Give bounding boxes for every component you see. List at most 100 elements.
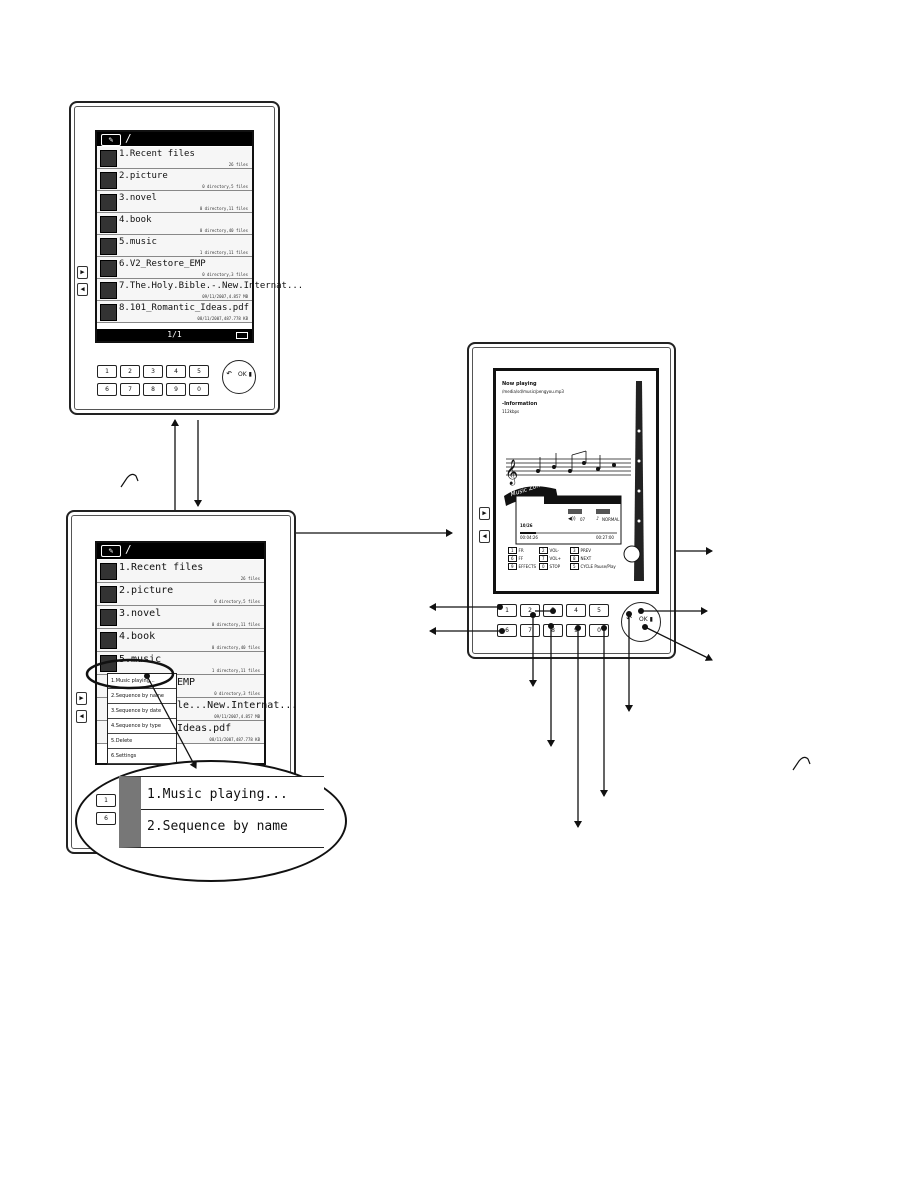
file-list-item[interactable]: 3.novel 0 directory,11 files — [97, 606, 264, 629]
ok-nav-button[interactable]: ↶ OK ▮ — [222, 360, 256, 394]
legend-text: FR — [518, 548, 524, 553]
item-label: 6.V2_Restore_EMP — [119, 259, 206, 269]
file-list-item[interactable]: 7.The.Holy.Bible.-.New.Internat... 09/11/… — [97, 279, 303, 301]
item-meta: 26 files — [228, 162, 248, 167]
item-label: 2.picture — [119, 585, 174, 596]
item-meta: 0 directory,5 files — [202, 184, 248, 189]
key-1-button[interactable]: 1 — [97, 365, 117, 378]
total-time: 00:27:00 — [596, 535, 614, 540]
item-meta: 08/11/2007,487.778 KB — [197, 316, 248, 321]
file-name: /media/sd/music/pengyou.mp3 — [502, 389, 564, 394]
item-label: 8.101_Romantic_Ideas.pdf — [119, 303, 250, 313]
document-icon — [100, 282, 117, 299]
menu-item[interactable]: 5.Delete — [108, 734, 176, 749]
battery-icon — [236, 332, 248, 339]
music-artwork: 𝄞 — [504, 381, 644, 581]
key-2-button[interactable]: 2 — [120, 365, 140, 378]
legend-key: 3 — [570, 547, 579, 554]
item-meta: 08/11/2007,487.778 KB — [209, 737, 260, 742]
key-7-button[interactable]: 7 — [520, 624, 540, 637]
title-bar: ✎ / — [97, 132, 252, 146]
legend-key: 5 — [570, 563, 579, 570]
key-0-button[interactable]: 0 — [189, 383, 209, 396]
key-9-button[interactable]: 9 — [566, 624, 586, 637]
page-down-button[interactable]: ◀ — [479, 530, 490, 543]
ok-icon: OK ▮ — [238, 371, 252, 378]
key-4-button[interactable]: 4 — [566, 604, 586, 617]
legend-text: CYCLE Pause/Play — [580, 564, 616, 569]
callout-menu-item[interactable]: 2.Sequence by name — [147, 819, 288, 834]
menu-item[interactable]: 6.Settings — [108, 749, 176, 764]
key-7-button[interactable]: 7 — [120, 383, 140, 396]
document-icon — [100, 304, 117, 321]
callout-menu-item[interactable]: 1.Music playing... — [141, 781, 324, 810]
page-up-button[interactable]: ▶ — [76, 692, 87, 705]
key-4-button[interactable]: 4 — [166, 365, 186, 378]
item-label: 3.novel — [119, 193, 157, 203]
item-meta: 1 directory,11 files — [199, 250, 248, 255]
folder-path-icon: ✎ — [101, 545, 121, 557]
key-6-button[interactable]: 6 — [97, 383, 117, 396]
track-counter: 10/26 — [520, 523, 533, 528]
path-text: / — [125, 543, 132, 556]
file-list-item[interactable]: 4.book 0 directory,40 files — [97, 629, 264, 652]
legend-key: 0 — [539, 563, 548, 570]
legend-text: STOP — [549, 564, 561, 569]
arrow-menu-to-callout — [146, 675, 197, 769]
item-meta: 0 directory,40 files — [211, 645, 260, 650]
page-down-button[interactable]: ◀ — [76, 710, 87, 723]
page-down-button[interactable]: ◀ — [77, 283, 88, 296]
volume-value: 07 — [580, 517, 586, 522]
back-icon: ↶ — [226, 368, 233, 379]
folder-icon — [100, 632, 117, 649]
file-list-item[interactable]: 8.101_Romantic_Ideas.pdf 08/11/2007,487.7… — [97, 301, 252, 323]
device-right: Now playing /media/sd/music/pengyou.mp3 … — [467, 342, 676, 659]
callout-key-1[interactable]: 1 — [96, 794, 116, 807]
item-label: 7.The.Holy.Bible.-.New.Internat... — [119, 281, 304, 291]
legend-text: PREV — [580, 548, 592, 553]
bitrate: 112kbps — [502, 409, 520, 414]
back-symbol-right — [792, 756, 811, 771]
menu-item[interactable]: 3.Sequence by date — [108, 704, 176, 719]
callout-key-6[interactable]: 6 — [96, 812, 116, 825]
play-mode: NORMAL — [602, 517, 620, 522]
arrow-back — [644, 626, 713, 661]
folder-icon — [100, 238, 117, 255]
item-meta: 0 directory,11 files — [211, 622, 260, 627]
item-label: 3.novel — [119, 608, 162, 619]
key-9-button[interactable]: 9 — [166, 383, 186, 396]
item-label: Ideas.pdf — [177, 723, 232, 734]
item-label: 5.music — [119, 237, 157, 247]
callout-menu: 1.Music playing... 2.Sequence by name — [119, 776, 324, 848]
item-label: 1.Recent files — [119, 562, 204, 573]
menu-item[interactable]: 2.Sequence by name — [108, 689, 176, 704]
key-5-button[interactable]: 5 — [189, 365, 209, 378]
now-playing-label: Now playing — [502, 381, 537, 387]
menu-highlight-ellipse — [85, 658, 175, 690]
folder-icon — [100, 260, 117, 277]
page-indicator: 1/1 — [167, 330, 182, 339]
info-label: -Information — [502, 401, 538, 407]
item-meta: 09/11/2007,4.857 MB — [202, 294, 248, 299]
folder-path-icon: ✎ — [101, 134, 121, 146]
item-label: 4.book — [119, 631, 156, 642]
key-3-button[interactable]: 3 — [143, 365, 163, 378]
page-up-button[interactable]: ▶ — [479, 507, 490, 520]
file-list-item[interactable]: 5.music 1 directory,11 files — [97, 235, 252, 257]
key-5-button[interactable]: 5 — [589, 604, 609, 617]
menu-item[interactable]: 4.Sequence by type — [108, 719, 176, 734]
page-up-button[interactable]: ▶ — [77, 266, 88, 279]
key-8-button[interactable]: 8 — [143, 383, 163, 396]
